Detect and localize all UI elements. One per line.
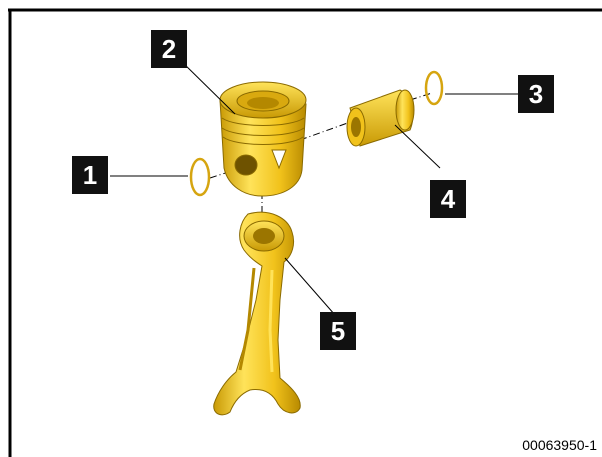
piston xyxy=(219,81,307,197)
callout-2: 2 xyxy=(151,30,187,68)
leader-lines xyxy=(110,57,520,316)
callout-1-label: 1 xyxy=(83,160,97,190)
callout-1: 1 xyxy=(72,156,108,194)
leader-line-2 xyxy=(177,57,236,115)
figure-id: 00063950-1 xyxy=(522,437,597,453)
leader-line-5 xyxy=(284,257,336,316)
leader-line-4 xyxy=(394,124,441,169)
callout-5: 5 xyxy=(320,312,356,350)
callout-4-label: 4 xyxy=(441,184,456,214)
axis-piston-pin xyxy=(299,119,357,141)
circlip-right xyxy=(424,70,444,106)
callout-4: 4 xyxy=(430,180,466,218)
connecting-rod xyxy=(213,211,301,416)
piston-pin xyxy=(346,89,415,147)
axis-pin-circlip xyxy=(409,92,433,101)
circlip-left xyxy=(189,157,211,197)
callout-2-label: 2 xyxy=(162,34,176,64)
callout-5-label: 5 xyxy=(331,316,345,346)
callout-3-label: 3 xyxy=(529,79,543,109)
callout-3: 3 xyxy=(518,75,554,113)
